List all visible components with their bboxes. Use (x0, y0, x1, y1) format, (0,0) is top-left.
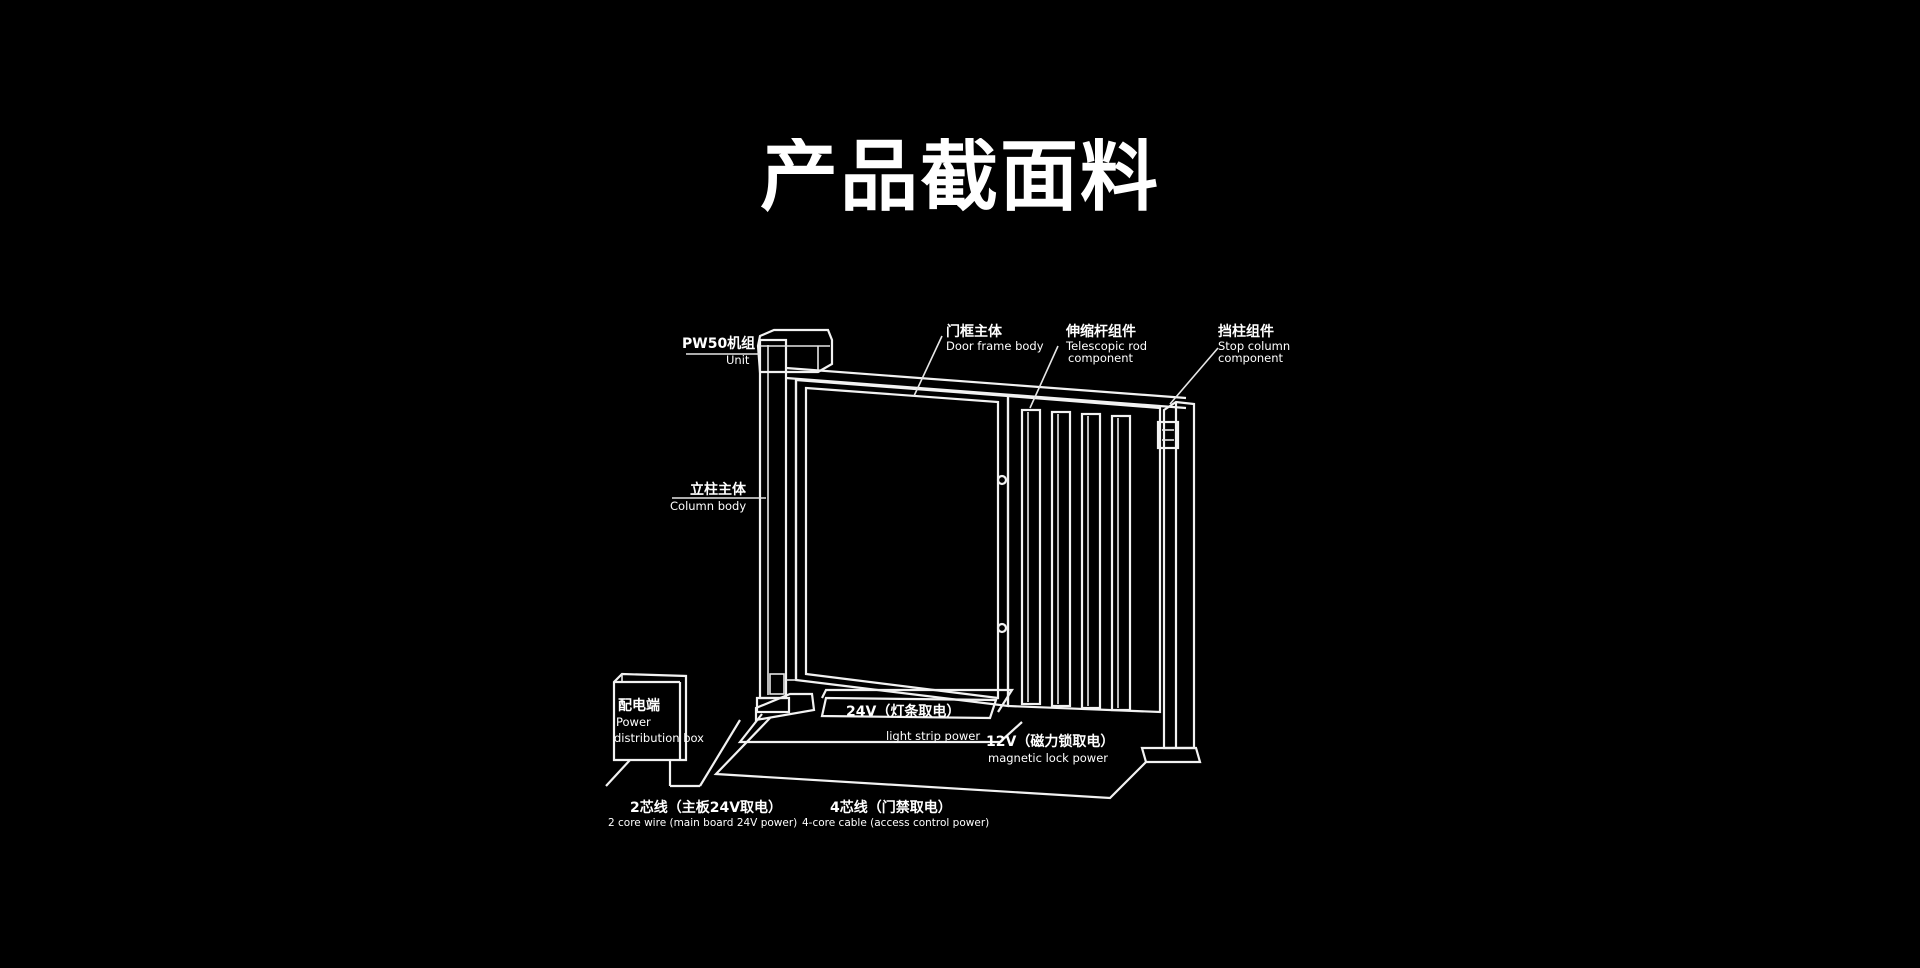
door-frame-drawing (769, 378, 1010, 708)
label-stop-column-cn: 挡柱组件 (1218, 323, 1274, 340)
label-door-frame-en: Door frame body (946, 339, 1044, 353)
label-four-core-en: 4-core cable (access control power) (802, 817, 989, 829)
label-light-strip-cn: 24V（灯条取电） (846, 703, 960, 720)
label-telescopic-en-2: component (1068, 351, 1134, 365)
column-body-drawing (755, 338, 791, 714)
label-power-box-cn: 配电端 (618, 697, 660, 714)
wiring-drawing (605, 688, 1147, 800)
label-two-core-cn: 2芯线（主板24V取电） (630, 799, 782, 816)
label-power-box-en-1: Power (616, 715, 651, 729)
label-power-box-en-2: distribution box (614, 731, 704, 745)
power-box-drawing (612, 672, 688, 762)
label-stop-column-en-2: component (1218, 351, 1284, 365)
label-light-strip-en: light strip power (886, 729, 980, 743)
label-unit-cn: PW50机组 (682, 335, 755, 352)
top-rail-drawing (785, 366, 1187, 410)
label-magnetic-en: magnetic lock power (988, 751, 1108, 765)
label-magnetic-cn: 12V（磁力锁取电） (986, 733, 1114, 750)
leader-lines (672, 335, 1219, 499)
stop-column-drawing (1140, 400, 1202, 764)
page-title: 产品截面料 (0, 138, 1920, 216)
label-telescopic-en-1: Telescopic rod (1065, 339, 1147, 353)
label-column-en: Column body (670, 499, 746, 513)
unit-box-drawing (756, 328, 834, 374)
floor-base-drawing (754, 692, 998, 722)
label-stop-column-en-1: Stop column (1218, 339, 1290, 353)
label-column-cn: 立柱主体 (690, 481, 747, 498)
label-door-frame-cn: 门框主体 (946, 323, 1003, 340)
label-unit-en: Unit (726, 353, 750, 367)
label-two-core-en: 2 core wire (main board 24V power) (608, 817, 797, 829)
label-four-core-cn: 4芯线（门禁取电） (830, 799, 952, 816)
label-telescopic-cn: 伸缩杆组件 (1065, 323, 1136, 340)
telescopic-rod-drawing (1006, 394, 1162, 714)
